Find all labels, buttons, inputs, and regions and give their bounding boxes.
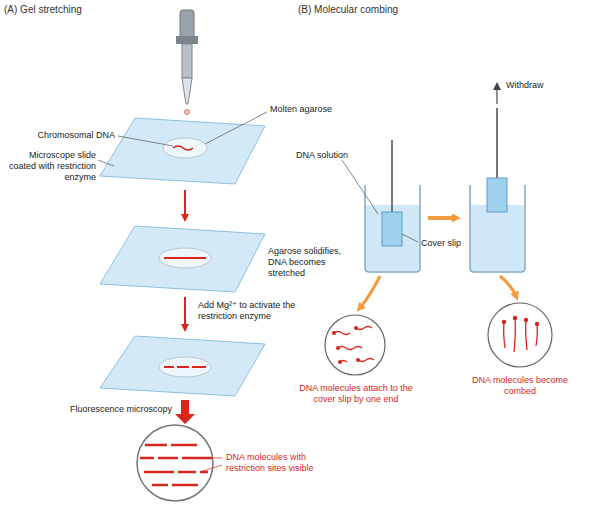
step-arrow [184,190,186,218]
step-arrow [175,400,195,424]
leader-line [210,458,222,459]
part-label: Molten agarose [270,104,350,115]
step-arrow [428,216,456,220]
magnified-view [488,303,552,367]
panel-title: (A) Gel stretching [4,4,164,16]
leader-line [342,160,378,214]
part-label: DNA solution [296,150,366,161]
result-label: DNA molecules with restriction sites vis… [226,452,338,474]
step-note: Agarose solidifies, DNA becomes stretche… [268,246,352,279]
leader-line [118,136,173,146]
leader-line [402,234,418,242]
leader-line [98,160,114,166]
step-note: Fluorescence microscopy [40,404,172,415]
action-label: Withdraw [506,80,566,91]
microscope-slide [100,118,265,184]
step-note: Add Mg²⁺ to activate the restriction enz… [198,300,328,322]
part-label: Cover slip [421,238,481,249]
step-arrow [184,297,186,328]
pipette [176,10,198,115]
panel-title: (B) Molecular combing [298,4,478,16]
beaker [470,108,525,272]
microscope-slide [100,226,265,292]
beaker [365,140,420,272]
microscope-view [137,425,213,501]
withdraw-arrow [496,86,497,104]
leader-line [200,465,222,472]
microscope-slide [100,336,265,396]
part-label: Microscope slide coated with restriction… [4,150,96,183]
zoom-arrow [500,276,516,296]
zoom-arrow [360,276,380,308]
leader-line [205,112,267,144]
result-label: DNA molecules attach to the cover slip b… [292,383,420,405]
magnified-view [325,315,385,375]
result-label: DNA molecules become combed [470,375,570,397]
part-label: Chromosomal DNA [10,130,115,141]
